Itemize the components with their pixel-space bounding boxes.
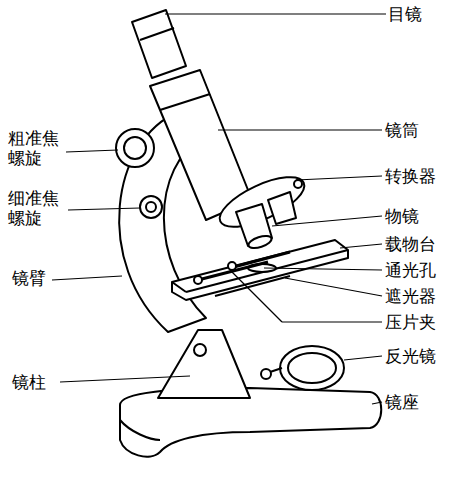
part-label: 物镜 — [385, 206, 455, 226]
part-label: 细准焦 螺旋 — [8, 188, 64, 228]
part-label: 载物台 — [385, 234, 455, 254]
leader-lines — [52, 14, 386, 404]
part-label: 通光孔 — [385, 260, 455, 280]
part-label: 压片夹 — [385, 312, 455, 332]
part-label: 镜柱 — [12, 372, 72, 392]
part-label: 反光镜 — [385, 346, 455, 366]
part-label: 转换器 — [385, 166, 455, 186]
part-label: 遮光器 — [385, 286, 455, 306]
part-label: 镜座 — [385, 392, 455, 412]
part-label: 镜筒 — [385, 120, 455, 140]
part-label: 粗准焦 螺旋 — [8, 128, 64, 168]
part-label: 镜臂 — [12, 268, 72, 288]
part-label: 目镜 — [388, 4, 458, 24]
